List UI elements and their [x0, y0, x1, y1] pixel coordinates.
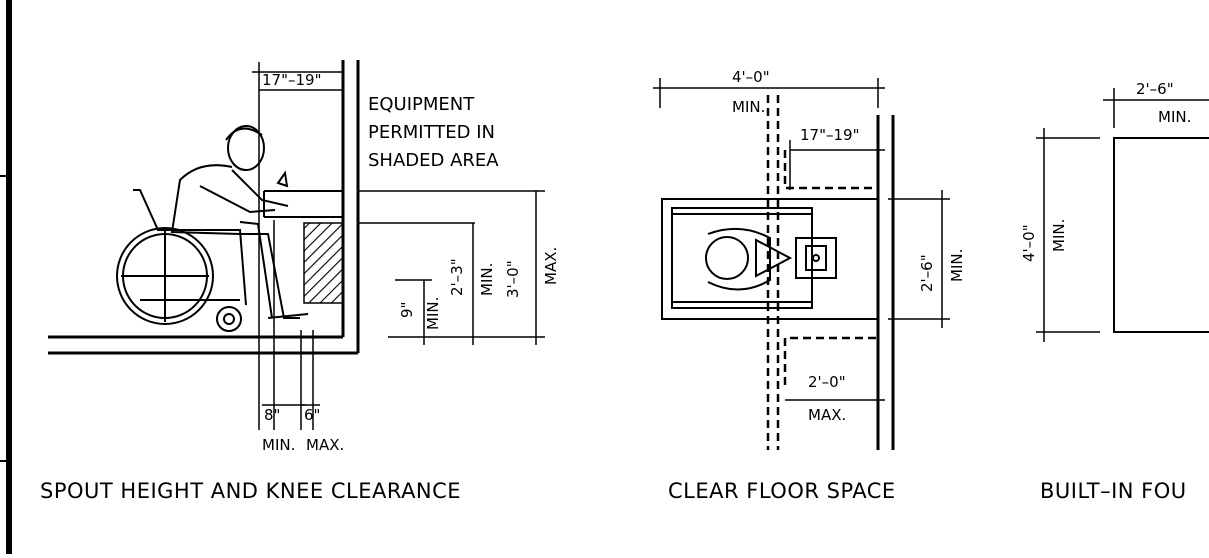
- dim-8-text: 8": [264, 406, 280, 424]
- builtin-rect: [1113, 137, 1209, 333]
- clear-floor-rect: [661, 198, 879, 320]
- seated-person-icon: [170, 125, 309, 319]
- fountain-unit: [263, 170, 343, 218]
- dim-6-max-text: MAX.: [306, 436, 344, 454]
- dim-toe-min-text: MIN.: [424, 297, 442, 330]
- builtin-caption: BUILT–IN FOU: [1040, 479, 1187, 503]
- dim-knee-text: 2'–3": [448, 258, 466, 296]
- floor-2-0-text: 2'–0": [808, 373, 846, 391]
- dim-knee-min-text: MIN.: [478, 263, 496, 296]
- note-line-2: PERMITTED IN: [368, 122, 495, 143]
- floor-and-wall: [48, 60, 360, 355]
- spout-dimension-lines: [252, 62, 545, 430]
- floor-width-min-text: MIN.: [732, 98, 765, 116]
- spout-caption: SPOUT HEIGHT AND KNEE CLEARANCE: [40, 479, 461, 503]
- note-line-1: EQUIPMENT: [368, 94, 475, 115]
- note-line-3: SHADED AREA: [368, 150, 499, 171]
- builtin-width-min-text: MIN.: [1158, 108, 1191, 126]
- dim-top-text: 17"–19": [262, 71, 321, 89]
- floor-width-text: 4'–0": [732, 68, 770, 86]
- builtin-dimension-lines: [1036, 88, 1209, 342]
- builtin-panel: 2'–6" MIN. 4'–0" MIN. BUILT–IN FOU: [1020, 80, 1209, 503]
- floor-depth-min-text: MIN.: [948, 249, 966, 282]
- spout-height-panel: 17"–19" EQUIPMENT PERMITTED IN SHADED AR…: [40, 60, 560, 503]
- dim-spout-text: 3'–0": [504, 260, 522, 298]
- builtin-height-min-text: MIN.: [1050, 219, 1068, 252]
- floor-2-0-max-text: MAX.: [808, 406, 846, 424]
- dim-spout-max-text: MAX.: [542, 247, 560, 285]
- shaded-area: [303, 222, 344, 304]
- dim-8-min-text: MIN.: [262, 436, 295, 454]
- floor-caption: CLEAR FLOOR SPACE: [668, 479, 896, 503]
- dim-6-text: 6": [304, 406, 320, 424]
- clear-floor-panel: 4'–0" MIN. 17"–19" 2'–6" MIN. 2'–0" MAX.…: [653, 68, 966, 503]
- wheelchair-icon: [116, 189, 247, 332]
- floor-depth-text: 2'–6": [918, 254, 936, 292]
- builtin-width-text: 2'–6": [1136, 80, 1174, 98]
- dim-toe-text: 9": [398, 302, 416, 318]
- wheelchair-top-icon: [671, 207, 837, 309]
- builtin-height-text: 4'–0": [1020, 224, 1038, 262]
- floor-17-19-text: 17"–19": [800, 126, 859, 144]
- dashed-knee-space: [766, 95, 878, 450]
- page-border: [0, 0, 12, 554]
